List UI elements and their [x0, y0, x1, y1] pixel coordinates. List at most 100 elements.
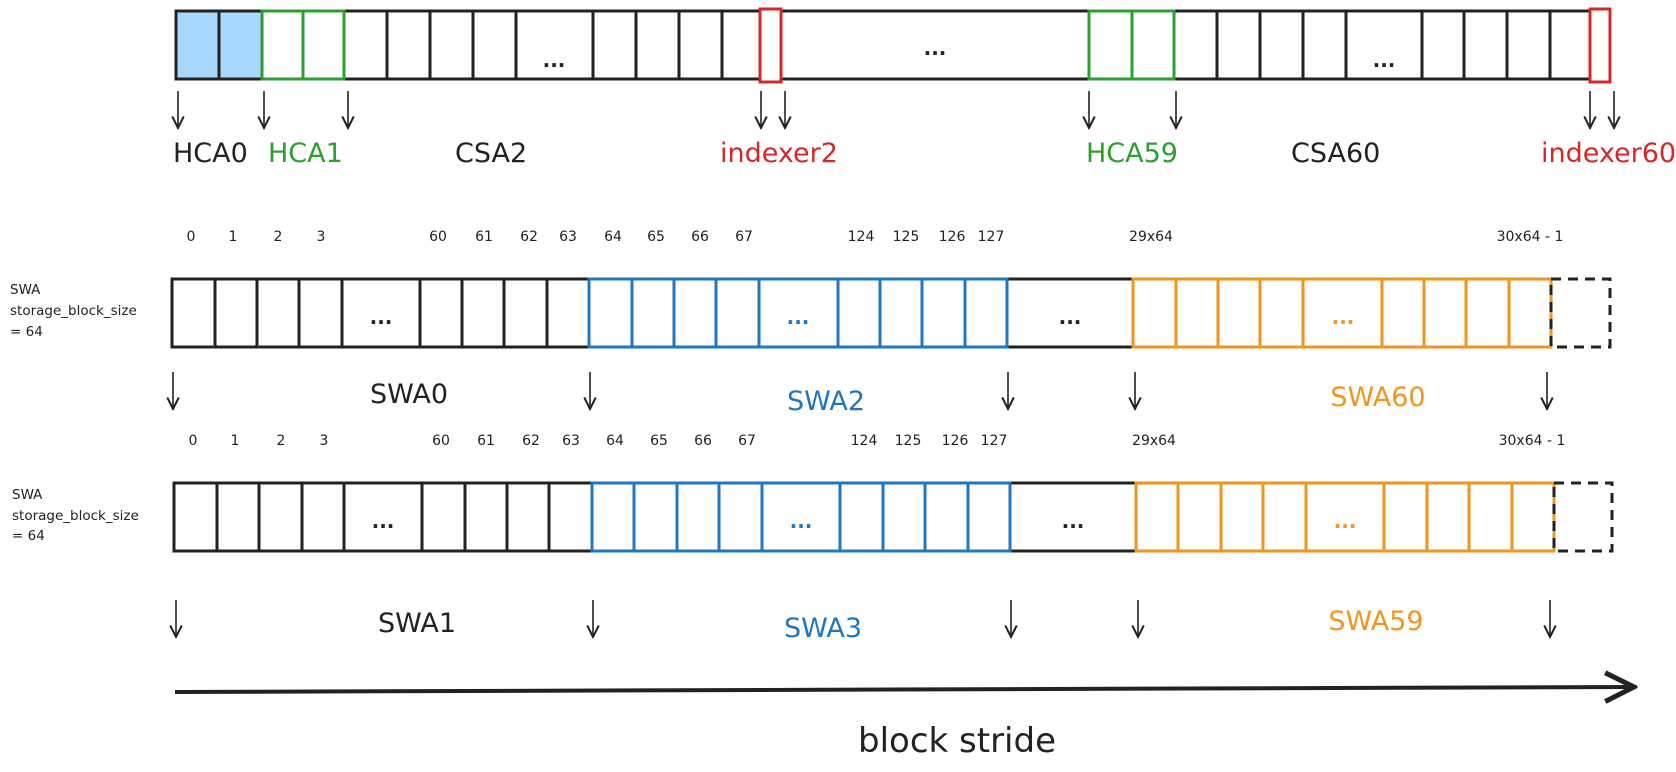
swa-label: SWA60 [1330, 382, 1425, 413]
block-cell [714, 277, 761, 349]
block-index: 1 [229, 229, 238, 245]
block-cell [463, 481, 509, 553]
top-ellipsis: ... [1373, 48, 1396, 72]
block-cell [1219, 481, 1265, 553]
block-index: 63 [559, 229, 577, 245]
block-index: 64 [606, 433, 624, 449]
swa-label: SWA2 [787, 386, 865, 417]
block-index: 1 [231, 433, 240, 449]
block-index: 0 [189, 433, 198, 449]
block-cell [836, 277, 882, 349]
block-cell [1261, 481, 1308, 553]
block-index: 126 [942, 433, 969, 449]
block-index: 2 [277, 433, 286, 449]
block-index: 2 [274, 229, 283, 245]
block-cell [215, 481, 261, 553]
swa-label: SWA1 [378, 608, 456, 639]
row-ellipsis: ... [1334, 509, 1357, 533]
block-cell [257, 481, 304, 553]
block-index: 65 [647, 229, 665, 245]
swa-label: SWA0 [370, 379, 448, 410]
row-ellipsis: ... [372, 509, 395, 533]
block-index: 127 [978, 229, 1005, 245]
dashed-cell [1552, 481, 1614, 553]
csa2-label: CSA2 [455, 138, 527, 169]
block-index: 63 [562, 433, 580, 449]
indexer60-cell [1588, 7, 1612, 84]
block-cell [1216, 277, 1262, 349]
row-ellipsis: ... [370, 305, 393, 329]
row-ellipsis: ... [1062, 509, 1085, 533]
block-cell [1131, 277, 1178, 349]
row-side-label: = 64 [10, 324, 43, 340]
block-index: 127 [981, 433, 1008, 449]
block-cell [878, 277, 924, 349]
block-index: 62 [522, 433, 540, 449]
csa60-label: CSA60 [1291, 138, 1380, 169]
block-cell [963, 277, 1009, 349]
block-cell [545, 277, 591, 349]
hca59-cell [1087, 9, 1134, 81]
block-cell [1134, 481, 1180, 553]
csa60-cell [1301, 9, 1348, 81]
block-index: 125 [893, 229, 920, 245]
hca0-cell [217, 9, 264, 81]
block-cell [1380, 277, 1426, 349]
block-cell [630, 277, 676, 349]
block-cell [923, 481, 970, 553]
indexer60-label: indexer60 [1541, 138, 1676, 169]
block-stride-axis: block stride [174, 687, 1634, 761]
block-cell [170, 277, 217, 349]
block-index: 66 [694, 433, 712, 449]
block-index: 29x64 [1129, 229, 1173, 245]
block-index: 65 [650, 433, 668, 449]
block-index: 0 [187, 229, 196, 245]
csa60-cell [1215, 9, 1262, 81]
csa2-cell [342, 9, 389, 81]
row-side-label: SWA [12, 487, 43, 503]
swa-row-1: SWA storage_block_size = 64 0 1 2 3 60 6… [10, 229, 1612, 417]
top-ellipsis: ... [924, 36, 947, 60]
block-cell [1422, 277, 1468, 349]
block-cell [590, 481, 636, 553]
csa60-cell [1420, 9, 1466, 81]
row-ellipsis: ... [790, 509, 813, 533]
block-cell [418, 277, 464, 349]
hca1-label: HCA1 [268, 138, 343, 169]
block-index: 64 [604, 229, 622, 245]
block-index: 124 [848, 229, 875, 245]
block-cell [505, 481, 551, 553]
csa2-cell [471, 9, 518, 81]
block-cell [838, 481, 885, 553]
block-cell [300, 481, 346, 553]
block-cell [1507, 277, 1553, 349]
block-cell [632, 481, 679, 553]
indexer2-cell [758, 7, 783, 84]
block-cell [420, 481, 467, 553]
row-ellipsis: ... [787, 305, 810, 329]
block-index: 126 [939, 229, 966, 245]
block-cell [675, 481, 721, 553]
block-cell [1467, 481, 1514, 553]
block-cell [1510, 481, 1556, 553]
block-index: 30x64 - 1 [1497, 229, 1564, 245]
block-cell [672, 277, 718, 349]
block-cell [502, 277, 549, 349]
csa60-cell [1505, 9, 1552, 81]
block-index: 60 [432, 433, 450, 449]
block-stride-label: block stride [858, 721, 1056, 761]
swa-label: SWA59 [1328, 606, 1423, 637]
block-cell [255, 277, 301, 349]
block-cell [920, 277, 967, 349]
block-index: 67 [735, 229, 753, 245]
block-cell [1382, 481, 1429, 553]
block-index: 3 [320, 433, 329, 449]
block-cell [881, 481, 927, 553]
stride-arrow [174, 687, 1634, 692]
block-index: 62 [520, 229, 538, 245]
block-index: 61 [477, 433, 495, 449]
swa-label: SWA3 [784, 613, 862, 644]
block-cell [587, 277, 634, 349]
csa2-cell [385, 9, 432, 81]
